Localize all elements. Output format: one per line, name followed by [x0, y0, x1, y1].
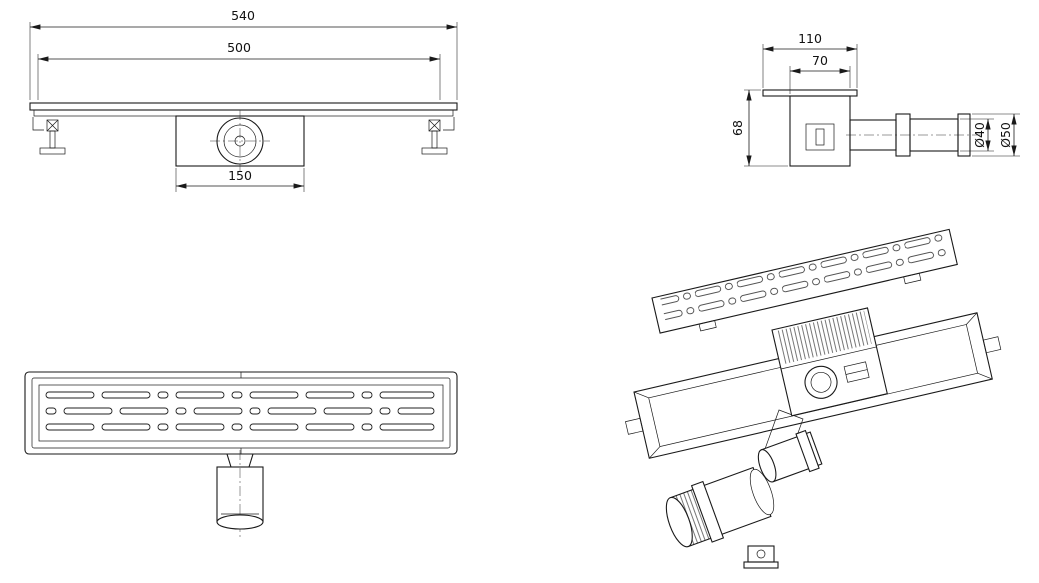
dim-outlet-width-label: 150: [228, 168, 252, 183]
iso-grate: [651, 228, 958, 334]
drain-spigot: [216, 450, 264, 540]
dim-inner-width-label: 500: [227, 40, 251, 55]
iso-trap: [771, 307, 888, 417]
flange: [762, 89, 858, 97]
grate-slots: [45, 391, 435, 431]
outlet-pipe: [846, 113, 985, 157]
dim-depth: 110: [762, 31, 858, 88]
plan-view: [24, 371, 458, 540]
dim-height-label: 68: [730, 120, 745, 136]
dim-outlet-width: 150: [175, 168, 305, 192]
dim-depth-label: 110: [798, 31, 822, 46]
left-bracket: [39, 119, 66, 155]
dim-inner-width: 500: [37, 40, 441, 100]
dim-overall-width-label: 540: [231, 8, 255, 23]
dim-height: 68: [730, 89, 788, 167]
side-view: 110 70 68: [730, 31, 1020, 167]
dim-body-depth-label: 70: [812, 53, 828, 68]
right-bracket: [421, 119, 448, 155]
dim-overall-width: 540: [29, 8, 458, 100]
iso-bracket: [743, 545, 779, 569]
isometric-view: [625, 228, 1002, 569]
iso-pipe-large: [665, 466, 775, 548]
trap-body: [762, 89, 858, 167]
dim-pipe-diameter-label: Ø40: [972, 122, 987, 148]
front-view: 540 500: [29, 8, 458, 192]
drain-body: [175, 110, 305, 172]
dim-body-depth: 70: [789, 53, 851, 94]
drain-outlet-circle: [216, 117, 264, 165]
dim-coupling-diameter: Ø50: [972, 113, 1020, 157]
dim-pipe-diameter: Ø40: [960, 118, 994, 152]
dim-coupling-diameter-label: Ø50: [998, 122, 1013, 148]
iso-pipe-small: [757, 429, 823, 483]
